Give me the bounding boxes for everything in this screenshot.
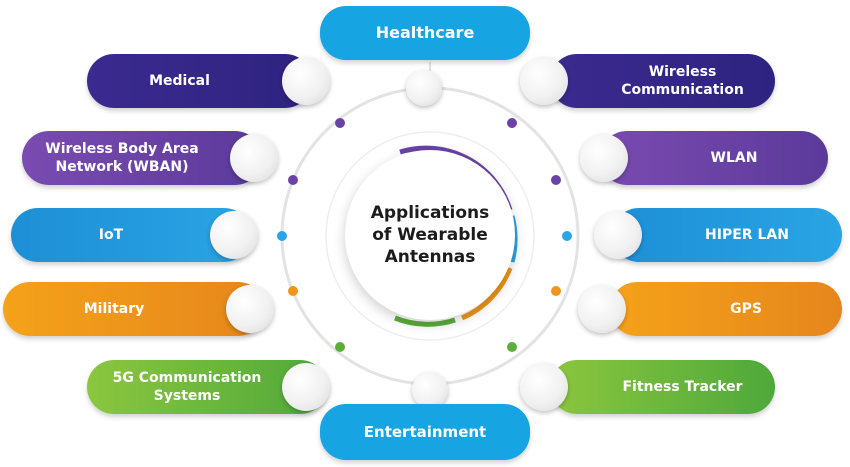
node-wireless-communication-label: Wireless Communication xyxy=(621,64,744,98)
dot-purple-3 xyxy=(288,175,298,185)
center-arc-orange xyxy=(460,267,513,321)
node-medical: Medical xyxy=(87,54,312,108)
node-entertainment: Entertainment xyxy=(320,404,530,460)
node-hiperlan: HIPER LAN xyxy=(612,208,842,262)
node-iot-label: IoT xyxy=(98,227,124,243)
dot-blue-2 xyxy=(562,231,572,241)
node-5g-label: 5G Communication Systems xyxy=(112,370,262,404)
knob-gps xyxy=(578,285,626,333)
dot-purple-1 xyxy=(335,118,345,128)
dot-purple-2 xyxy=(507,118,517,128)
inner-ring xyxy=(325,131,535,341)
node-wlan: WLAN xyxy=(600,131,828,185)
center-arc-green xyxy=(394,315,456,327)
node-medical-label: Medical xyxy=(149,73,210,89)
node-hiperlan-label: HIPER LAN xyxy=(705,227,789,243)
dot-orange-1 xyxy=(288,286,298,296)
knob-fitness-tracker xyxy=(520,363,568,411)
dot-orange-2 xyxy=(551,286,561,296)
knob-wireless-communication xyxy=(520,57,568,105)
node-military: Military xyxy=(3,282,265,336)
knob-entertainment xyxy=(412,372,448,408)
dot-green-1 xyxy=(335,342,345,352)
knob-military xyxy=(226,285,274,333)
node-gps-label: GPS xyxy=(730,301,762,317)
dot-purple-4 xyxy=(551,175,561,185)
node-wireless-communication: Wireless Communication xyxy=(550,54,775,108)
knob-medical xyxy=(282,57,330,105)
dot-green-2 xyxy=(507,342,517,352)
center-hub: Applications of Wearable Antennas xyxy=(345,150,515,320)
node-fitness-tracker-label: Fitness Tracker xyxy=(622,379,743,395)
node-entertainment-label: Entertainment xyxy=(363,423,487,441)
knob-iot xyxy=(210,211,258,259)
knob-wban xyxy=(230,134,278,182)
node-wban: Wireless Body Area Network (WBAN) xyxy=(22,131,262,185)
center-title: Applications of Wearable Antennas xyxy=(370,203,490,267)
node-fitness-tracker: Fitness Tracker xyxy=(550,360,775,414)
knob-healthcare xyxy=(406,70,442,106)
knob-5g xyxy=(282,363,330,411)
knob-hiperlan xyxy=(594,211,642,259)
node-iot: IoT xyxy=(11,208,251,262)
knob-wlan xyxy=(580,134,628,182)
dot-blue-1 xyxy=(277,231,287,241)
node-military-label: Military xyxy=(83,301,145,317)
node-healthcare: Healthcare xyxy=(320,6,530,60)
node-gps: GPS xyxy=(610,282,842,336)
node-healthcare-label: Healthcare xyxy=(375,23,475,42)
node-wlan-label: WLAN xyxy=(710,150,758,166)
node-wban-label: Wireless Body Area Network (WBAN) xyxy=(45,141,199,175)
